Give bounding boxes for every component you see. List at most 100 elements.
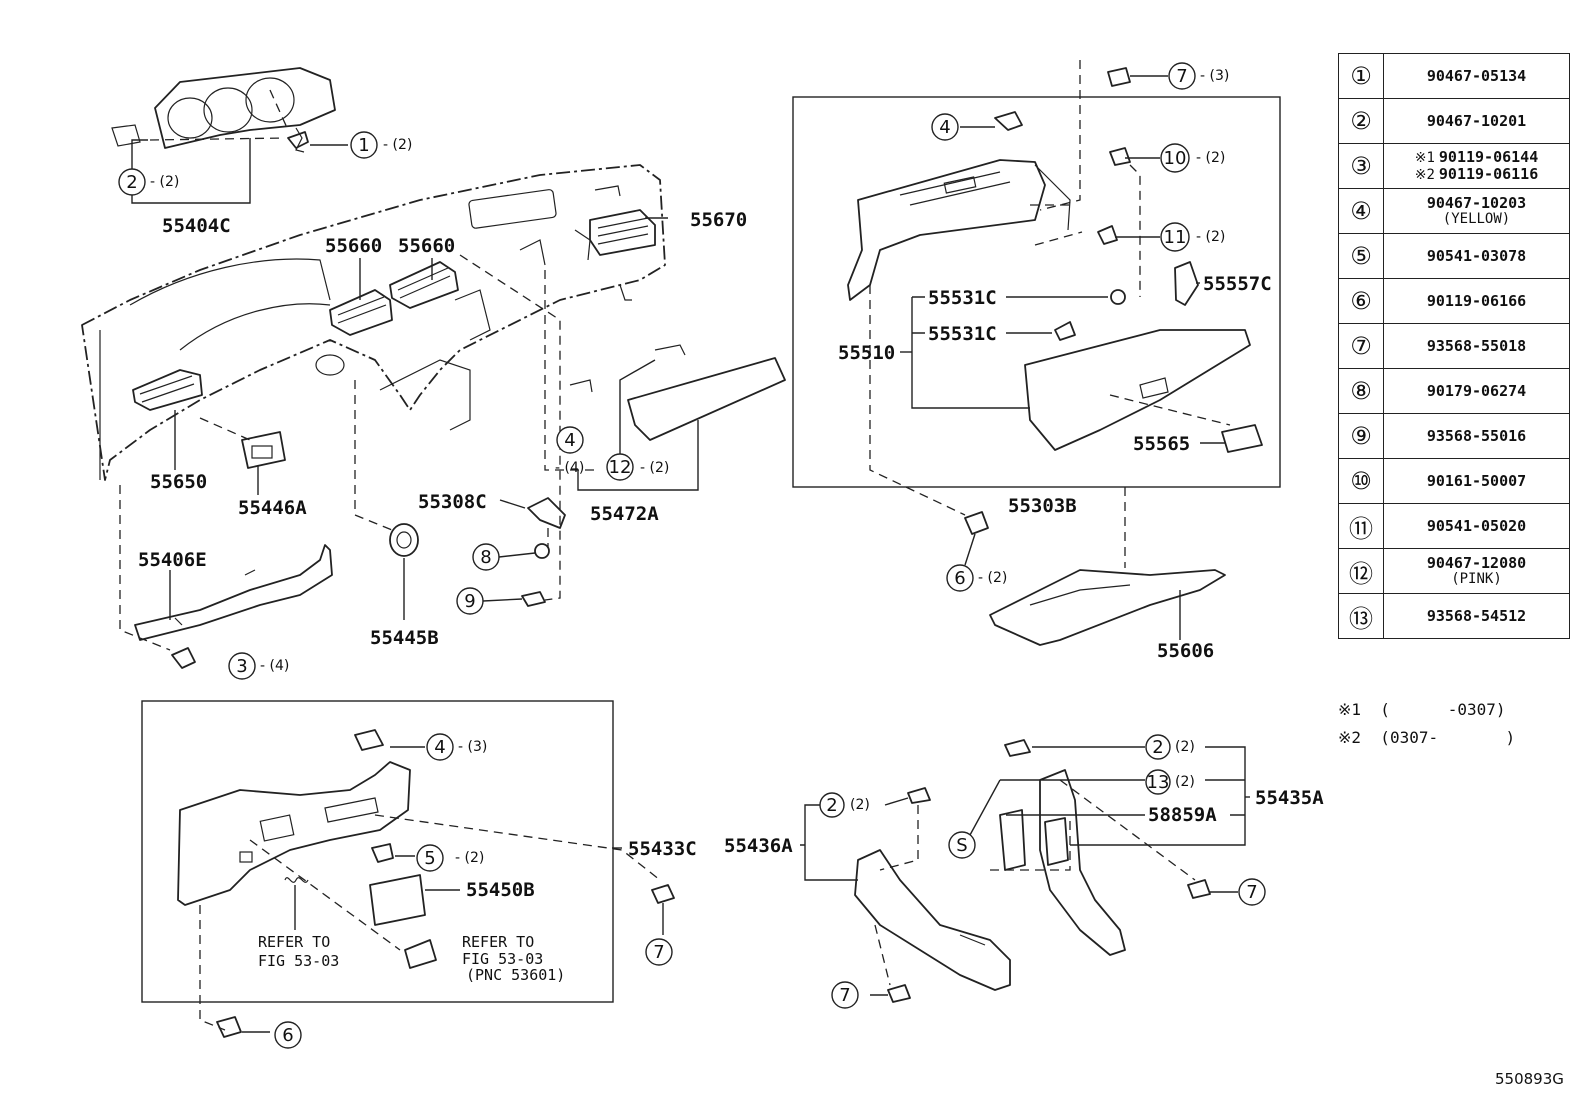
- label-55670: 55670: [690, 209, 747, 231]
- cluster-hood-drawing: [111, 67, 336, 153]
- label-55557C: 55557C: [1203, 273, 1272, 295]
- callout-3: 3- (4): [228, 652, 289, 680]
- screw-7-console-a: [1187, 879, 1211, 899]
- screw-7-lower: [651, 884, 675, 904]
- clip-55308C: [527, 497, 566, 529]
- svg-text:2: 2: [126, 172, 137, 193]
- bumper-55531C-b: [1054, 321, 1076, 341]
- svg-text:- (2): - (2): [1196, 229, 1225, 245]
- svg-text:12: 12: [609, 457, 632, 478]
- svg-text:- (4): - (4): [260, 658, 289, 674]
- svg-text:9: 9: [464, 591, 475, 612]
- refer-note-1: REFER TO FIG 53-03: [258, 933, 339, 970]
- callout-2-console: 2(2): [1145, 734, 1195, 760]
- refer-note-2: REFER TO FIG 53-03 (PNC 53601): [462, 933, 565, 984]
- switch-58859A: [999, 809, 1069, 871]
- callout-2-console-b: 2(2): [819, 792, 870, 818]
- clip-4-lower: [354, 729, 384, 751]
- lower-panel-55433C: [177, 761, 411, 906]
- svg-text:13: 13: [1147, 772, 1170, 793]
- label-55531C-a: 55531C: [928, 287, 997, 309]
- label-55606: 55606: [1157, 640, 1214, 662]
- label-55510: 55510: [838, 342, 895, 364]
- callout-11: 11 - (2): [1160, 222, 1225, 252]
- label-55435A: 55435A: [1255, 787, 1324, 809]
- screw-7-console-b: [887, 984, 911, 1003]
- callout-4-glovebox: 4: [931, 113, 959, 141]
- label-55433C: 55433C: [628, 838, 697, 860]
- svg-text:- (2): - (2): [150, 174, 179, 190]
- dashboard-drawing: [81, 164, 666, 481]
- callout-7-console-a: 7: [1238, 878, 1266, 906]
- svg-text:FIG 53-03: FIG 53-03: [462, 950, 543, 968]
- bolt-6: [964, 511, 989, 535]
- clip-4-top: [994, 111, 1023, 131]
- svg-text:6: 6: [954, 568, 965, 589]
- svg-text:- (2): - (2): [455, 850, 484, 866]
- lock-55565: [1221, 424, 1263, 453]
- console-side-55435A: [1039, 769, 1126, 956]
- callout-4-lower: 4- (3): [426, 733, 487, 761]
- label-55436A: 55436A: [724, 835, 793, 857]
- label-55660-a: 55660: [325, 235, 382, 257]
- callout-s: S: [948, 831, 976, 859]
- svg-text:- (3): - (3): [1200, 68, 1229, 84]
- callout-4-qty: - (4): [555, 460, 584, 476]
- label-55472A: 55472A: [590, 503, 659, 525]
- note-1: ※1 ( -0307): [1338, 700, 1506, 719]
- svg-text:(PNC 53601): (PNC 53601): [466, 966, 565, 984]
- svg-text:REFER TO: REFER TO: [258, 933, 330, 951]
- console-side-55436A: [854, 849, 1011, 991]
- fastener-1: [287, 131, 309, 149]
- clip-2-console-b: [907, 787, 931, 804]
- callout-4-dash: 4: [556, 426, 584, 454]
- callout-6-lower: 6: [274, 1021, 302, 1049]
- bolt-6-lower: [216, 1016, 242, 1038]
- vent-55670: [589, 209, 656, 256]
- svg-text:(2): (2): [850, 797, 870, 813]
- bracket-55406E: [134, 544, 333, 641]
- svg-text:7: 7: [1176, 66, 1187, 87]
- svg-text:2: 2: [1152, 737, 1163, 758]
- note-2: ※2 (0307- ): [1338, 728, 1516, 747]
- svg-text:11: 11: [1164, 227, 1187, 248]
- label-55531C-b: 55531C: [928, 323, 997, 345]
- svg-text:- (3): - (3): [458, 739, 487, 755]
- label-55308C: 55308C: [418, 491, 487, 513]
- callout-1: 1- (2): [350, 131, 412, 159]
- label-55660-b: 55660: [398, 235, 455, 257]
- vent-55660-left: [329, 289, 393, 336]
- callout-7-console-b: 7: [831, 981, 859, 1009]
- svg-text:1: 1: [358, 135, 369, 156]
- svg-text:REFER TO: REFER TO: [462, 933, 534, 951]
- legend-row: ④ 90467-10203(YELLOW): [1338, 188, 1570, 234]
- bumper-55531C-a: [1110, 289, 1126, 305]
- svg-text:(2): (2): [1175, 774, 1195, 790]
- svg-text:7: 7: [839, 985, 850, 1006]
- refer-part-2: [404, 939, 437, 969]
- fastener-8: [534, 543, 550, 559]
- svg-text:6: 6: [282, 1025, 293, 1046]
- glove-box-frame: [792, 96, 1281, 488]
- glovebox-housing-55303B: [847, 159, 1071, 301]
- label-55565: 55565: [1133, 433, 1190, 455]
- figure-id: 550893G: [1495, 1070, 1564, 1088]
- svg-text:8: 8: [480, 547, 491, 568]
- tray-55606: [989, 569, 1226, 646]
- label-55406E: 55406E: [138, 549, 207, 571]
- screw-10: [1109, 147, 1131, 166]
- vent-55660-right: [389, 261, 459, 309]
- callout-10: 10- (2): [1160, 143, 1225, 173]
- callout-5: 5- (2): [416, 844, 484, 872]
- plug-55445B: [389, 523, 419, 557]
